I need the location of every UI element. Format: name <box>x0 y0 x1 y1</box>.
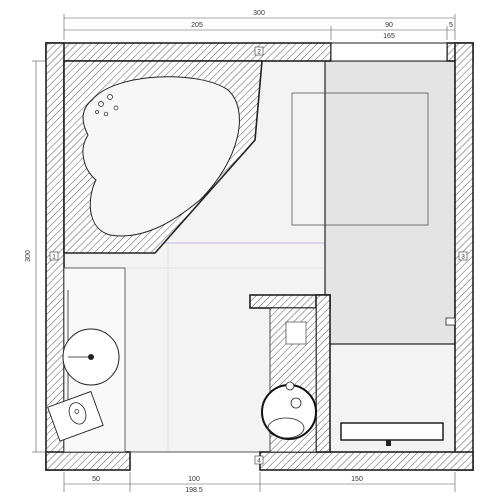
bidet <box>47 390 104 442</box>
dim-bottom-left-label: 50 <box>92 476 100 483</box>
bathtub-basin <box>82 76 240 237</box>
bathtub-faucet <box>95 94 119 117</box>
wall-marker-north: 2 <box>254 46 264 56</box>
dim-top-left-label: 205 <box>191 22 203 29</box>
dim-bottom-door-total-label: 198.5 <box>185 487 203 494</box>
toilet-cistern-lid <box>285 321 307 345</box>
wall-south-left <box>45 451 131 471</box>
dim-top-mid-label: 90 <box>385 22 393 29</box>
shower-zone <box>324 60 456 345</box>
dim-top-total-label: 300 <box>253 10 265 17</box>
wall-marker-north-label: 2 <box>257 49 261 56</box>
window-opening <box>330 42 448 62</box>
wall-marker-east-label: 3 <box>461 254 465 261</box>
toilet-fitting <box>285 381 295 391</box>
wall-south-right <box>259 451 474 471</box>
toilet-flush <box>290 397 302 409</box>
wall-marker-east: 3 <box>458 251 468 261</box>
wall-north <box>45 42 332 62</box>
dim-left-height: 300 <box>25 60 46 453</box>
dim-top-segments: 205 90 5 165 <box>64 22 455 40</box>
dim-top-right-label: 5 <box>449 22 453 29</box>
toilet-seat <box>267 417 305 439</box>
sink-drain <box>88 354 94 360</box>
partition-side <box>315 294 331 453</box>
wall-marker-west-label: 1 <box>52 254 56 261</box>
wall-marker-south-label: 4 <box>257 458 261 465</box>
dim-bottom-door-label: 100 <box>188 476 200 483</box>
dim-bottom: 50 100 198.5 150 <box>63 472 456 494</box>
dim-left-height-label: 300 <box>25 250 32 262</box>
dim-top-total: 300 <box>63 10 456 40</box>
dim-top-opening-label: 165 <box>383 33 395 40</box>
toilet-bowl <box>261 384 317 440</box>
shower-drain-outlet <box>386 440 391 446</box>
shower-mixer <box>445 317 456 326</box>
shower-tray <box>291 92 429 226</box>
wall-marker-south: 4 <box>254 455 264 465</box>
shower-drain-channel <box>340 422 444 441</box>
dim-bottom-right-label: 150 <box>351 476 363 483</box>
wall-marker-west: 1 <box>49 251 59 261</box>
